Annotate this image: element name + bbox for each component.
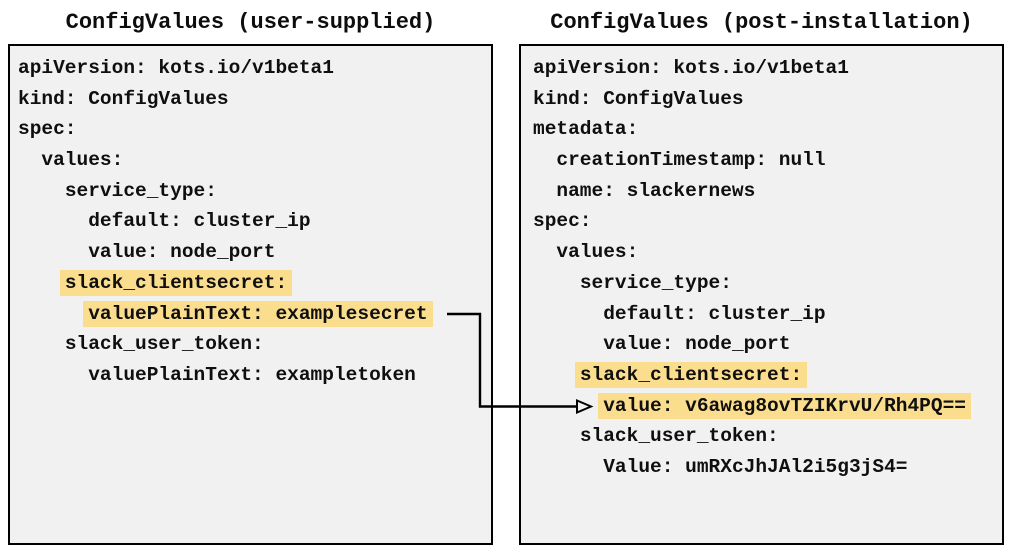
code-line-text: value: node_port [88, 241, 276, 264]
left-panel: apiVersion: kots.io/v1beta1 kind: ConfigV… [8, 44, 493, 545]
right-panel-title: ConfigValues (post-installation) [550, 10, 973, 35]
code-line-text: values: [556, 241, 639, 264]
right-panel: apiVersion: kots.io/v1beta1 kind: ConfigV… [519, 44, 1004, 545]
code-line: spec: [18, 114, 491, 145]
code-line-text-highlighted: value: v6awag8ovTZIKrvU/Rh4PQ== [598, 392, 971, 419]
code-line: kind: ConfigValues [18, 84, 491, 115]
code-line-text: kind: ConfigValues [18, 87, 229, 110]
code-line-text-highlighted: slack_clientsecret: [59, 269, 293, 296]
code-line-text: spec: [533, 210, 592, 233]
code-line: kind: ConfigValues [533, 84, 1002, 115]
code-line: slack_user_token: [533, 421, 1002, 452]
code-line: apiVersion: kots.io/v1beta1 [18, 53, 491, 84]
code-line: default: cluster_ip [18, 206, 491, 237]
code-line-text: service_type: [579, 271, 732, 294]
code-line: value: v6awag8ovTZIKrvU/Rh4PQ== [533, 391, 1002, 422]
code-line-text: service_type: [64, 179, 217, 202]
code-line-text: name: slackernews [556, 179, 756, 202]
code-line-text-highlighted: slack_clientsecret: [574, 361, 808, 388]
code-line: apiVersion: kots.io/v1beta1 [533, 53, 1002, 84]
code-line-text-highlighted: valuePlainText: examplesecret [83, 300, 433, 327]
code-line-text: values: [41, 149, 124, 172]
code-line: valuePlainText: examplesecret [18, 299, 491, 330]
code-line-text: metadata: [533, 118, 639, 141]
code-line: spec: [533, 206, 1002, 237]
code-line-text: slack_user_token: [64, 333, 264, 356]
code-line: value: node_port [18, 237, 491, 268]
code-line-text: valuePlainText: exampletoken [88, 363, 416, 386]
code-line-text: default: cluster_ip [603, 302, 826, 325]
code-line-text: apiVersion: kots.io/v1beta1 [18, 57, 334, 79]
code-line: creationTimestamp: null [533, 145, 1002, 176]
code-line-text: apiVersion: kots.io/v1beta1 [533, 57, 849, 79]
code-line: values: [533, 237, 1002, 268]
code-line: slack_user_token: [18, 329, 491, 360]
code-line: slack_clientsecret: [18, 268, 491, 299]
code-line: value: node_port [533, 329, 1002, 360]
code-line: name: slackernews [533, 176, 1002, 207]
code-line: Value: umRXcJhJAl2i5g3jS4= [533, 452, 1002, 483]
code-line: service_type: [18, 176, 491, 207]
code-line: slack_clientsecret: [533, 360, 1002, 391]
code-line-text: Value: umRXcJhJAl2i5g3jS4= [603, 455, 908, 478]
code-line-text: default: cluster_ip [88, 210, 311, 233]
code-line: default: cluster_ip [533, 299, 1002, 330]
code-line: valuePlainText: exampletoken [18, 360, 491, 391]
code-line-text: creationTimestamp: null [556, 149, 826, 172]
left-panel-title: ConfigValues (user-supplied) [65, 10, 436, 35]
code-line-text: spec: [18, 118, 77, 141]
code-line-text: slack_user_token: [579, 425, 779, 448]
right-code-block: apiVersion: kots.io/v1beta1 kind: ConfigV… [521, 46, 1002, 483]
code-line-text: kind: ConfigValues [533, 87, 744, 110]
code-line: service_type: [533, 268, 1002, 299]
code-line: metadata: [533, 114, 1002, 145]
code-line: values: [18, 145, 491, 176]
code-line-text: value: node_port [603, 333, 791, 356]
left-code-block: apiVersion: kots.io/v1beta1 kind: ConfigV… [10, 46, 491, 391]
